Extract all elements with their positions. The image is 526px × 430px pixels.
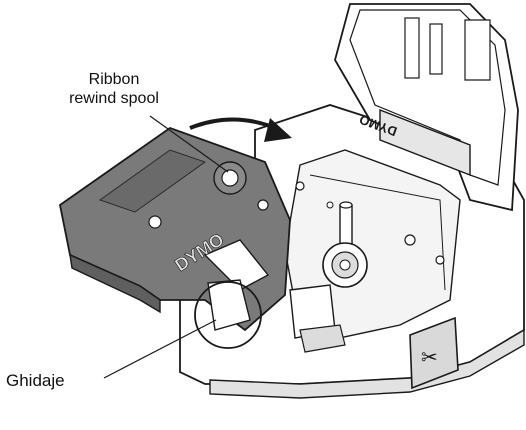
curved-arrow-icon <box>189 117 292 142</box>
cutter-button: ✂ <box>409 316 459 390</box>
printer-lid: DYMO <box>334 3 519 212</box>
guides-highlight-circle <box>194 281 262 349</box>
guides-leader-line <box>103 319 217 379</box>
guides-label: Ghidaje <box>6 371 65 390</box>
spool-label-line2: rewind spool <box>69 90 159 107</box>
ribbon-rewind-spool-label: Ribbon rewind spool <box>48 70 180 108</box>
scissors-icon: ✂ <box>421 345 438 369</box>
spool-leader-line <box>149 115 229 173</box>
label-cassette: DYMO <box>59 126 291 332</box>
spool-label-line1: Ribbon <box>88 71 140 88</box>
